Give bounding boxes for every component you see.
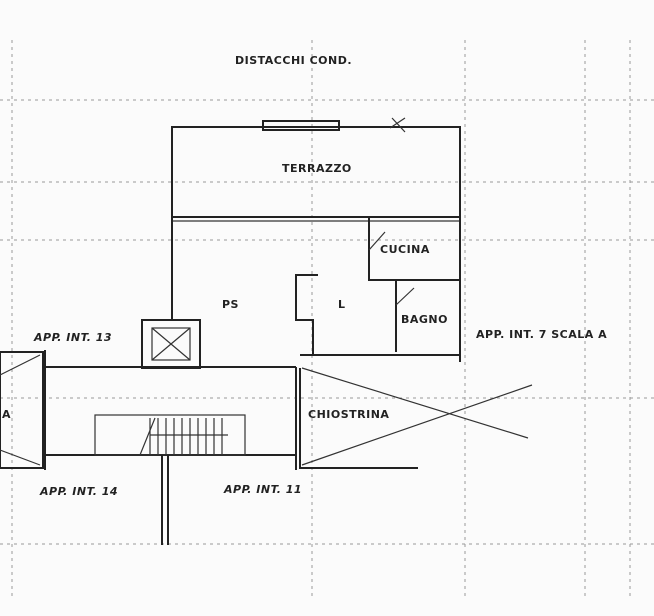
stair-treads <box>139 417 228 456</box>
terrace: TERRAZZO <box>171 117 461 222</box>
left-unit: A <box>0 351 44 469</box>
room-label-terrazzo: TERRAZZO <box>282 162 352 175</box>
room-label-chiostrina: CHIOSTRINA <box>308 408 389 421</box>
unit-label-int13: APP. INT. 13 <box>33 331 112 344</box>
apartment: CUCINA PS L BAGNO <box>171 218 461 362</box>
room-label-l: L <box>338 298 346 311</box>
corridor <box>44 350 297 545</box>
room-label-bagno: BAGNO <box>401 313 448 326</box>
room-label-a: A <box>2 408 11 421</box>
plan-title: DISTACCHI COND. <box>235 54 352 67</box>
unit-label-int7: APP. INT. 7 SCALA A <box>476 328 607 341</box>
room-label-ps: PS <box>222 298 239 311</box>
elevator <box>141 319 201 369</box>
room-label-cucina: CUCINA <box>380 243 430 256</box>
grid-lines <box>0 40 654 600</box>
unit-label-int14: APP. INT. 14 <box>39 485 118 498</box>
chiostrina: CHIOSTRINA <box>299 367 533 469</box>
unit-label-int11: APP. INT. 11 <box>223 483 302 496</box>
